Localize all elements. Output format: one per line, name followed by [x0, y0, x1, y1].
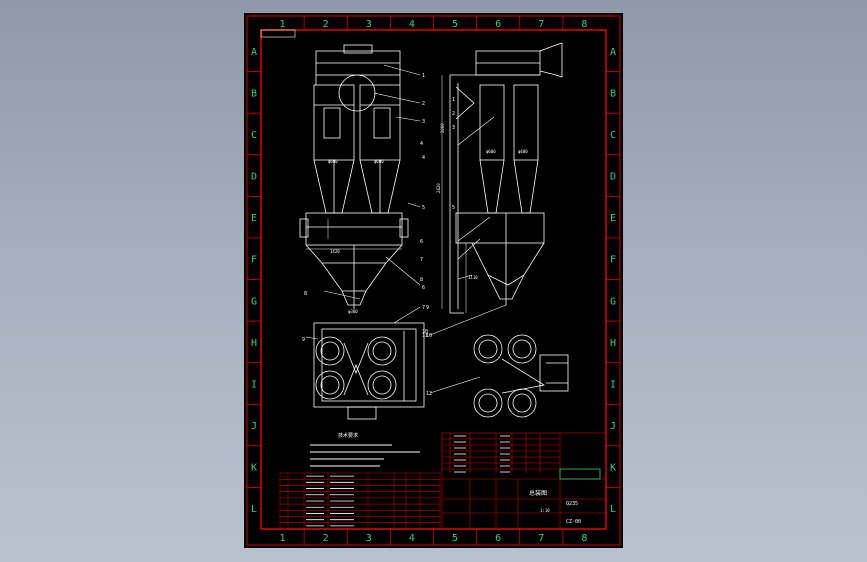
grid-row-label: I: [610, 379, 616, 390]
leader-number: 8: [304, 291, 307, 297]
grid-row-label: L: [610, 504, 616, 515]
grid-row-label: L: [251, 504, 257, 515]
grid-row-label: B: [610, 88, 616, 99]
parts-list: [279, 472, 441, 530]
grid-row-label: C: [610, 130, 616, 141]
leader-number: 2: [422, 101, 425, 107]
leader-number: 5: [452, 205, 455, 211]
dimension-lines: [306, 75, 467, 313]
material-mark: Q235: [566, 501, 578, 507]
grid-column-label: 3: [366, 19, 372, 30]
parts-list-frame: [279, 472, 441, 530]
grid-row-label: A: [610, 47, 616, 58]
grid-column-label: 7: [538, 533, 544, 544]
front-view: [299, 44, 425, 420]
leader-number: 5: [422, 205, 425, 211]
grid-column-label: 6: [495, 19, 501, 30]
grid-row-label: J: [251, 421, 257, 432]
grid-row-label: D: [610, 172, 616, 183]
leader-number: 6: [420, 239, 423, 245]
title-block: 总装图 Q235 CZ-00 1:10: [441, 432, 607, 530]
grid-row-label: D: [251, 172, 257, 183]
dimension-text: φ600: [328, 159, 338, 164]
dimension-texts: φ600 φ600 2420 1420 φ300 φ600 φ400 1110 2060: [328, 123, 528, 314]
grid-column-label: 5: [452, 533, 458, 544]
dimension-text: 2060: [440, 123, 445, 133]
scale-mark: 1:10: [540, 508, 550, 513]
side-view: [449, 42, 569, 418]
dimension-text: 1420: [330, 249, 340, 254]
grid-row-label: K: [610, 463, 616, 474]
grid-row-label: A: [251, 47, 257, 58]
leader-number: 4: [422, 155, 425, 161]
dimension-text: φ300: [348, 309, 358, 314]
grid-row-label: J: [610, 421, 616, 432]
grid-row-label: G: [251, 296, 257, 307]
leader-number: 3: [452, 125, 455, 131]
leader-number: 1: [452, 97, 455, 103]
grid-column-label: 2: [323, 19, 329, 30]
leader-number: 4: [420, 141, 423, 147]
notes-heading: 技术要求: [338, 432, 358, 439]
leader-number: 3: [422, 119, 425, 125]
grid-column-label: 7: [538, 19, 544, 30]
drawing-name: 总装图: [529, 489, 547, 497]
leader-number: 10: [426, 333, 432, 339]
sign-cell: [559, 468, 601, 480]
grid-row-label: E: [610, 213, 616, 224]
technical-notes: 技术要求: [310, 432, 420, 467]
leader-number: 7: [422, 305, 425, 311]
grid-column-label: 8: [581, 19, 587, 30]
leader-number: 7: [420, 257, 423, 263]
grid-row-label: B: [251, 88, 257, 99]
leader-number: 10: [422, 329, 428, 335]
leader-lines: [305, 64, 507, 394]
grid-row-label: G: [610, 296, 616, 307]
dimension-text: φ600: [374, 159, 384, 164]
grid-row-label: K: [251, 463, 257, 474]
grid-row-label: C: [251, 130, 257, 141]
title-block-frame: [441, 432, 607, 530]
leader-number: 2: [452, 111, 455, 117]
grid-row-label: I: [251, 379, 257, 390]
grid-row-label: F: [251, 255, 257, 266]
sheet-frame: [246, 15, 621, 546]
leader-number: 8: [420, 277, 423, 283]
leader-number: 6: [422, 285, 425, 291]
grid-column-label: 3: [366, 533, 372, 544]
grid-row-label: H: [251, 338, 257, 349]
grid-column-label: 6: [495, 533, 501, 544]
leader-number: 11: [422, 333, 428, 339]
drawing-number: CZ-00: [566, 519, 581, 525]
grid-column-label: 1: [280, 533, 286, 544]
grid-column-label: 4: [409, 19, 415, 30]
grid-row-label: E: [251, 213, 257, 224]
grid-column-label: 1: [280, 19, 286, 30]
grid-row-label: H: [610, 338, 616, 349]
leader-number: 9: [302, 337, 305, 343]
leader-number: 12: [426, 391, 432, 397]
grid-column-label: 4: [409, 533, 415, 544]
dimension-text: φ600: [486, 149, 496, 154]
grid-column-label: 8: [581, 533, 587, 544]
grid-column-label: 2: [323, 533, 329, 544]
dimension-text: 1110: [468, 275, 478, 280]
dimension-text: 2420: [436, 183, 441, 193]
grid-row-label: F: [610, 255, 616, 266]
leader-number: 9: [426, 305, 429, 311]
dimension-text: φ400: [518, 149, 528, 154]
grid-column-label: 5: [452, 19, 458, 30]
leader-number: 1: [422, 73, 425, 79]
